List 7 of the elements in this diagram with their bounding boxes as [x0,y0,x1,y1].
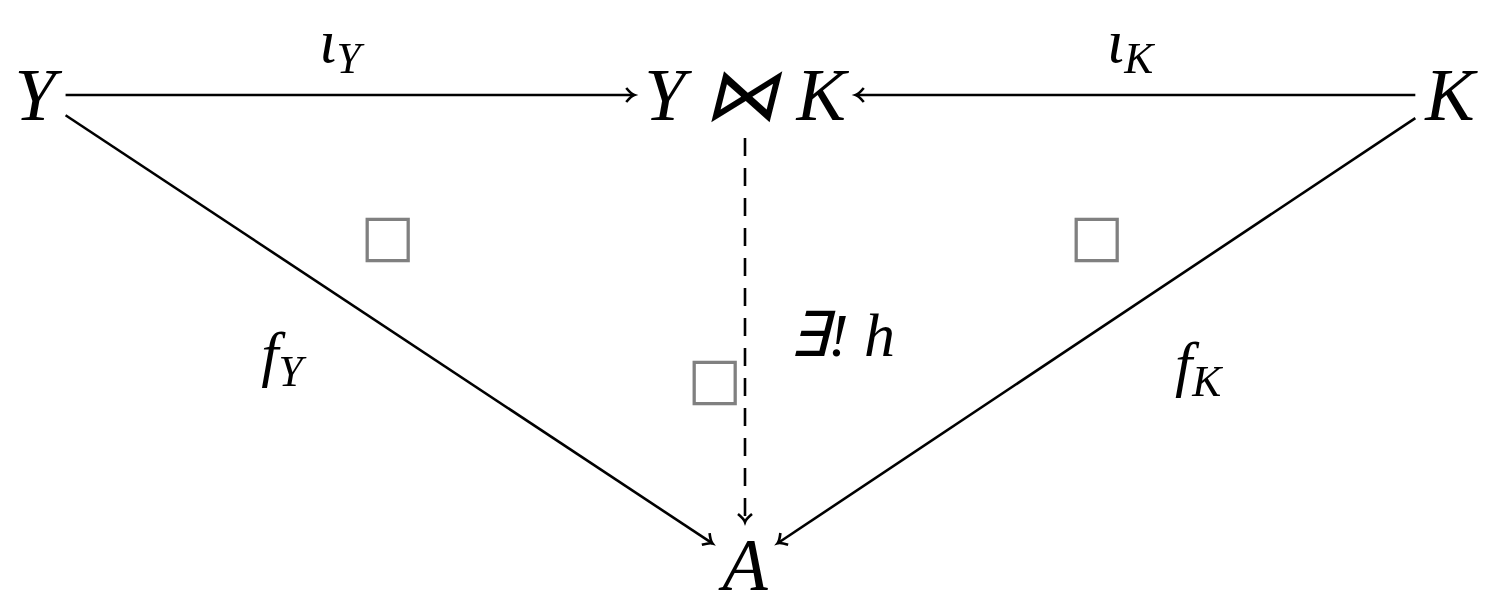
math-object: Y ⋈ K [640,58,850,132]
commutativity-square-mark: □ [687,349,743,407]
math-object: K [1421,58,1479,132]
commutativity-square-mark: □ [360,206,416,264]
math-object: Y [10,58,60,132]
math-object: A [718,528,772,602]
commutativity-square-mark: □ [1069,206,1125,264]
